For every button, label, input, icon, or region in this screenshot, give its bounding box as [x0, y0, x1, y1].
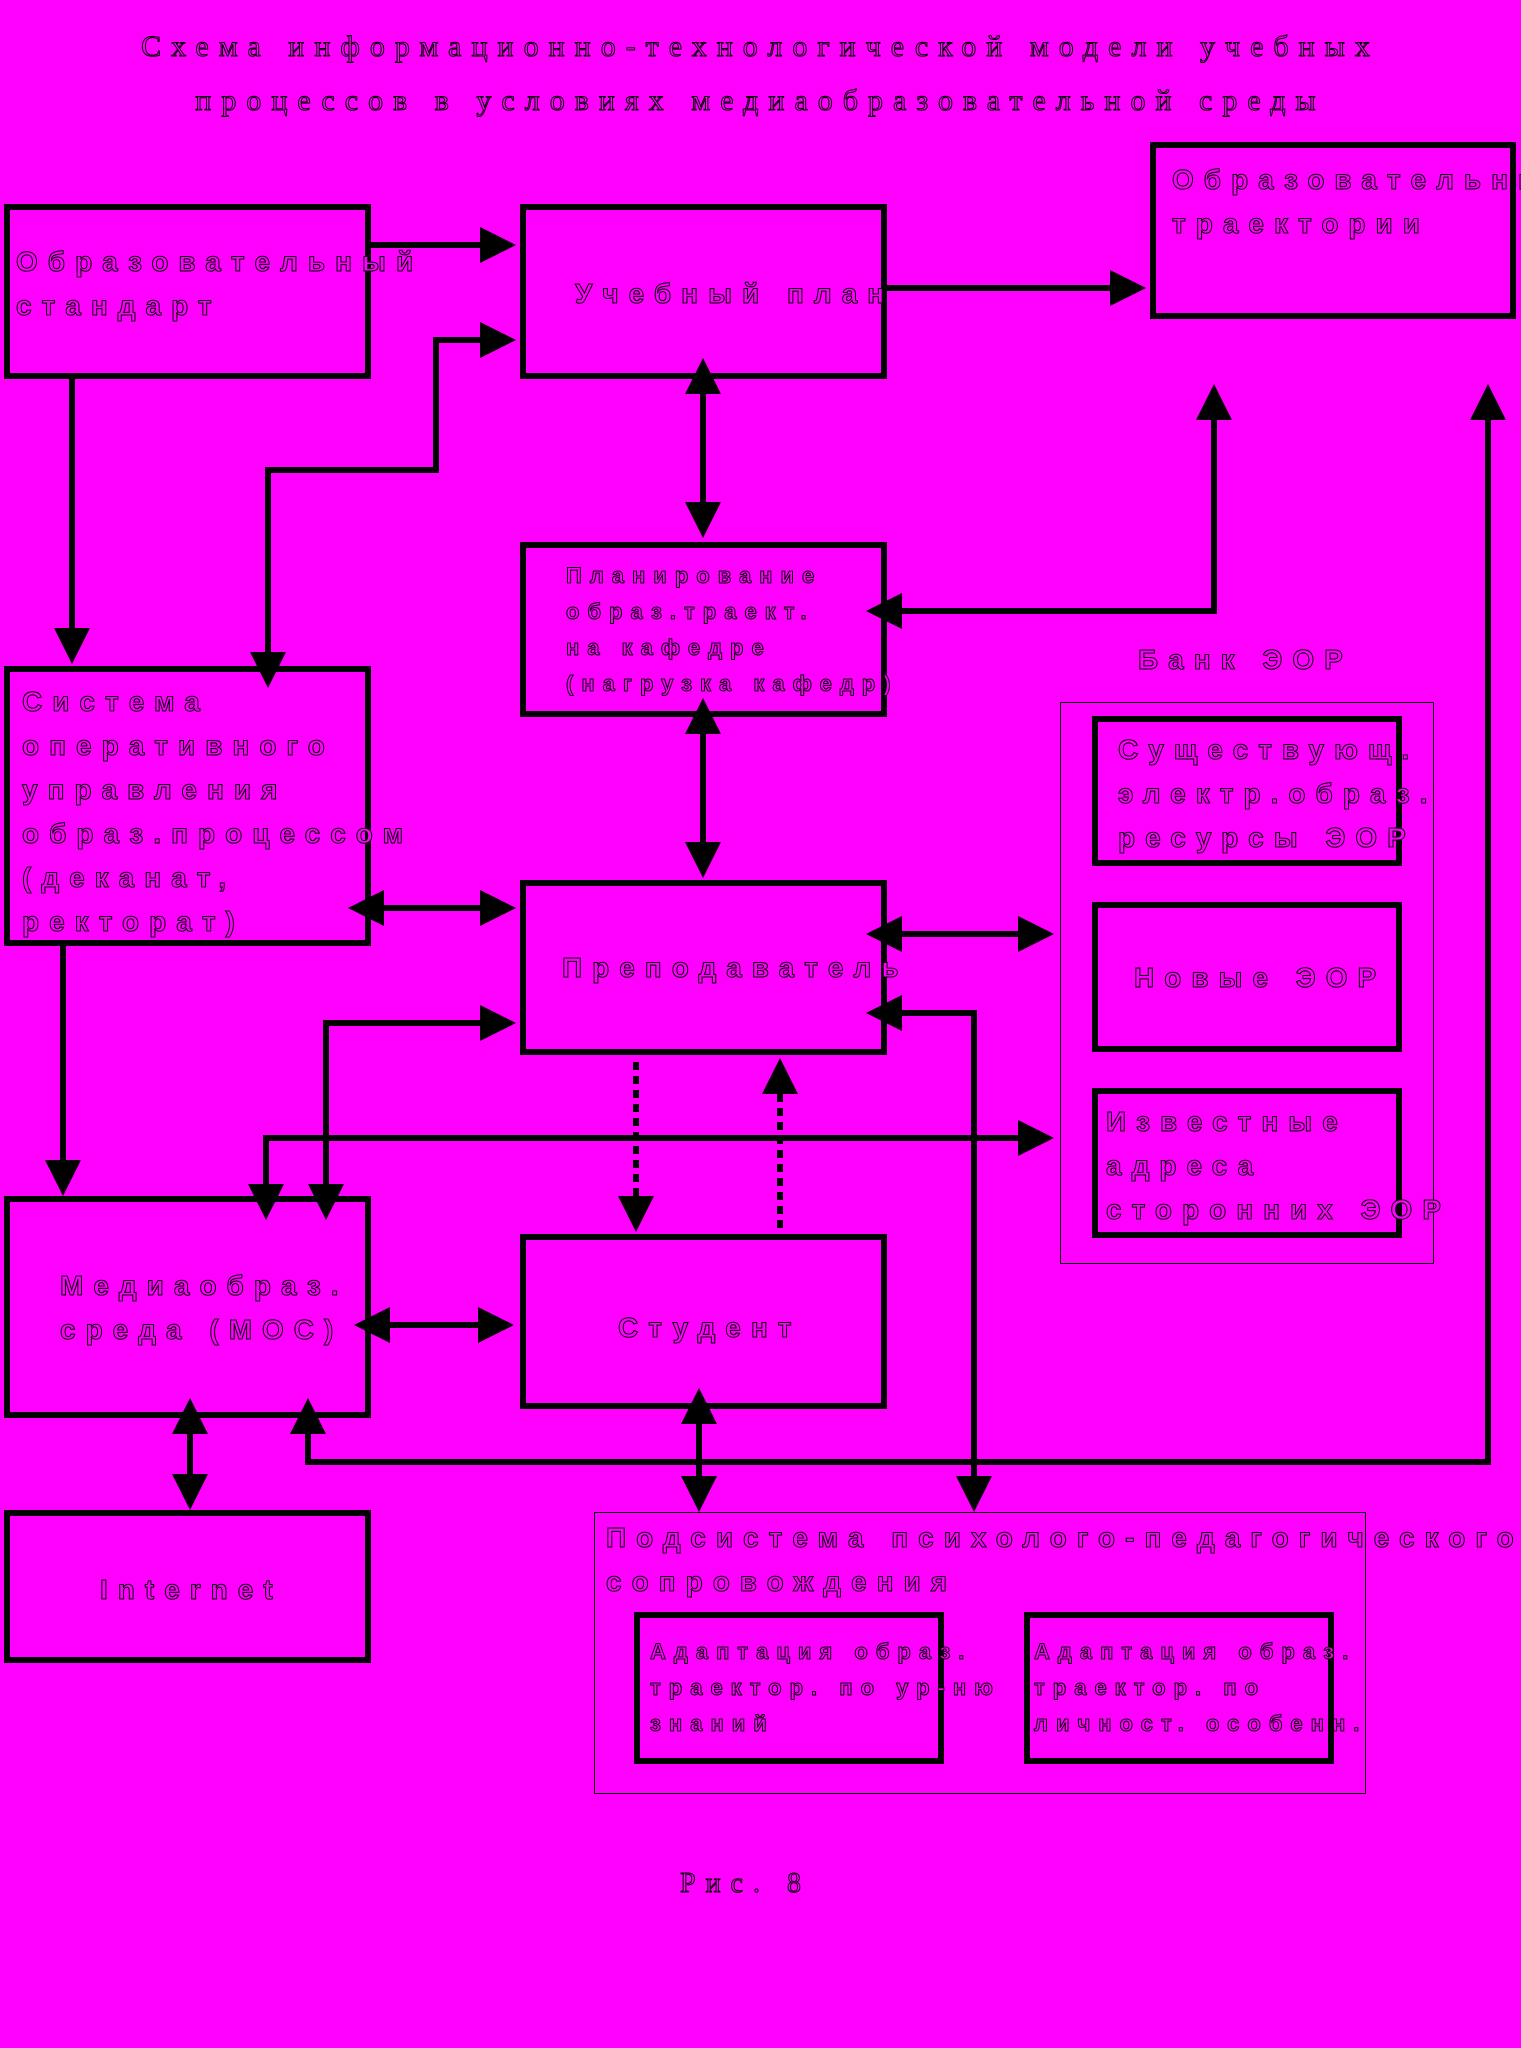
box-trajectories: [1150, 142, 1516, 319]
label-standard: Образовательный стандарт: [15, 246, 424, 322]
label-eor-known: Известные адреса сторонних ЭОР: [1106, 1106, 1451, 1226]
label-curriculum: Учебный план: [574, 278, 895, 310]
box-adapt-personal: [1024, 1612, 1334, 1764]
arrow-teacher-support: [866, 995, 992, 1512]
label-eor-bank: Банк ЭОР: [1138, 644, 1353, 676]
box-management: [4, 666, 371, 946]
figure-caption: Рис. 8: [680, 1868, 811, 1900]
group-eor-bank: [1060, 702, 1434, 1264]
label-planning: Планирование образ.траект. на кафедре (н…: [566, 563, 899, 697]
label-eor-new: Новые ЭОР: [1133, 962, 1387, 994]
label-trajectories: Образовательные траектории: [1172, 164, 1521, 240]
arrow-management-curriculum: [250, 322, 516, 688]
box-eor-known: [1092, 1088, 1402, 1238]
arrow-media-teacher: [308, 1005, 516, 1220]
label-management: Система оперативного управления образ.пр…: [21, 686, 414, 938]
label-media-env: Медиаобраз. среда (МОС): [60, 1270, 349, 1346]
label-internet: Internet: [100, 1574, 283, 1606]
label-eor-existing: Существующ. электр.образ. ресурсы ЭОР: [1117, 734, 1438, 854]
label-teacher: Преподаватель: [562, 952, 909, 984]
box-internet: [4, 1510, 371, 1663]
box-eor-existing: [1092, 716, 1402, 866]
box-teacher: [520, 880, 887, 1055]
box-student: [520, 1234, 887, 1409]
arrow-media-eor: [248, 1120, 1054, 1220]
label-adapt-personal: Адаптация образ. траектор. по личност. о…: [1033, 1639, 1368, 1737]
arrow-planning-trajectories: [866, 384, 1232, 629]
label-support: Подсистема психолого-педагогического соп…: [606, 1522, 1521, 1598]
group-support: [594, 1512, 1366, 1794]
label-student: Студент: [617, 1312, 802, 1344]
box-planning: [520, 542, 887, 717]
box-eor-new: [1092, 902, 1402, 1052]
box-media-env: [4, 1196, 371, 1418]
diagram-title-line1: Схема информационно-технологической моде…: [141, 30, 1380, 64]
box-standard: [4, 204, 371, 379]
label-adapt-knowledge: Адаптация образ. траектор. по ур-ню знан…: [650, 1639, 1001, 1737]
box-curriculum: [520, 204, 887, 379]
box-adapt-knowledge: [634, 1612, 944, 1764]
arrow-media-trajectories: [290, 384, 1506, 1465]
diagram-title-line2: процессов в условиях медиаобразовательно…: [195, 84, 1326, 118]
